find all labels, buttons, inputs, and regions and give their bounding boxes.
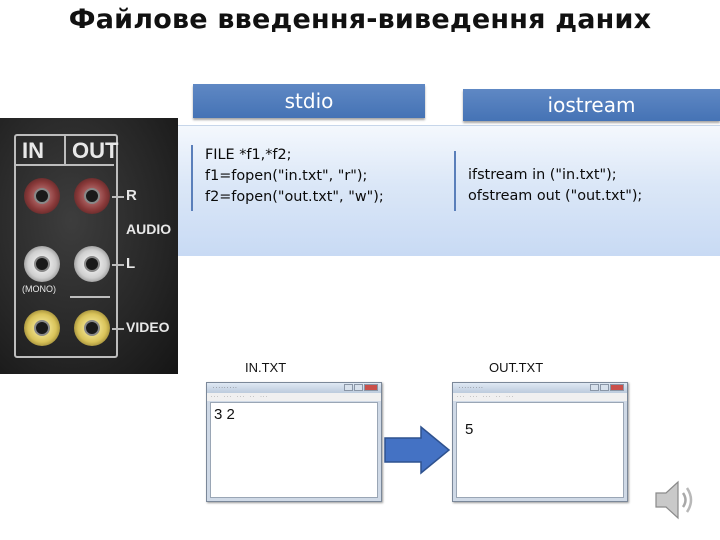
connector-frame: [14, 134, 118, 358]
red-jack-out: [74, 178, 110, 214]
stdio-header: stdio: [193, 84, 425, 118]
stdio-code-line: f2=fopen("out.txt", "w");: [205, 189, 384, 205]
in-label: IN: [22, 138, 44, 163]
white-jack-in: [24, 246, 60, 282]
maximize-icon[interactable]: [354, 384, 363, 391]
divider: [112, 328, 124, 330]
l-label: L: [126, 255, 136, 272]
audio-label: AUDIO: [126, 221, 172, 237]
video-label: VIDEO: [126, 319, 170, 335]
output-file-content: 5: [465, 421, 474, 438]
input-notepad-window: . . . . . . . . . · · ·· · ·· · ·· ·· · …: [206, 382, 382, 502]
out-label: OUT: [72, 138, 119, 163]
white-jack-out: [74, 246, 110, 282]
output-file-label: OUT.TXT: [489, 360, 544, 375]
minimize-icon[interactable]: [344, 384, 353, 391]
stdio-code-line: f1=fopen("in.txt", "r");: [205, 168, 368, 184]
av-connector-photo: IN OUT R AUDIO L (MONO) VIDEO: [0, 118, 178, 374]
code-panel: [178, 125, 720, 256]
maximize-icon[interactable]: [600, 384, 609, 391]
window-titlebar: . . . . . . . . .: [453, 383, 627, 393]
minimize-icon[interactable]: [590, 384, 599, 391]
arrow-right-icon: [384, 425, 451, 475]
stdio-code-line: FILE *f1,*f2;: [205, 147, 292, 163]
iostream-code-line: ofstream out ("out.txt");: [468, 188, 643, 204]
window-menubar: · · ·· · ·· · ·· ·· · ·: [453, 393, 627, 401]
window-menubar: · · ·· · ·· · ·· ·· · ·: [207, 393, 381, 401]
divider: [112, 264, 124, 266]
text-area[interactable]: 5: [456, 402, 624, 498]
iostream-header: iostream: [463, 89, 720, 121]
speaker-icon[interactable]: [652, 476, 700, 524]
divider: [16, 164, 114, 166]
output-notepad-window: . . . . . . . . . · · ·· · ·· · ·· ·· · …: [452, 382, 628, 502]
iostream-code: ifstream in ("in.txt"); ofstream out ("o…: [454, 151, 720, 211]
r-label: R: [126, 187, 137, 204]
divider: [70, 296, 110, 298]
input-file-label: IN.TXT: [245, 360, 287, 375]
yellow-jack-in: [24, 310, 60, 346]
slide-title: Файлове введення-виведення даних: [68, 4, 652, 35]
iostream-code-line: ifstream in ("in.txt");: [468, 167, 617, 183]
close-icon[interactable]: [364, 384, 378, 391]
input-file-content: 3 2: [214, 406, 235, 423]
text-area[interactable]: 3 2: [210, 402, 378, 498]
close-icon[interactable]: [610, 384, 624, 391]
red-jack-in: [24, 178, 60, 214]
divider: [112, 196, 124, 198]
divider: [64, 136, 66, 164]
window-titlebar: . . . . . . . . .: [207, 383, 381, 393]
mono-label: (MONO): [22, 284, 56, 294]
yellow-jack-out: [74, 310, 110, 346]
stdio-code: FILE *f1,*f2; f1=fopen("in.txt", "r"); f…: [191, 145, 443, 211]
